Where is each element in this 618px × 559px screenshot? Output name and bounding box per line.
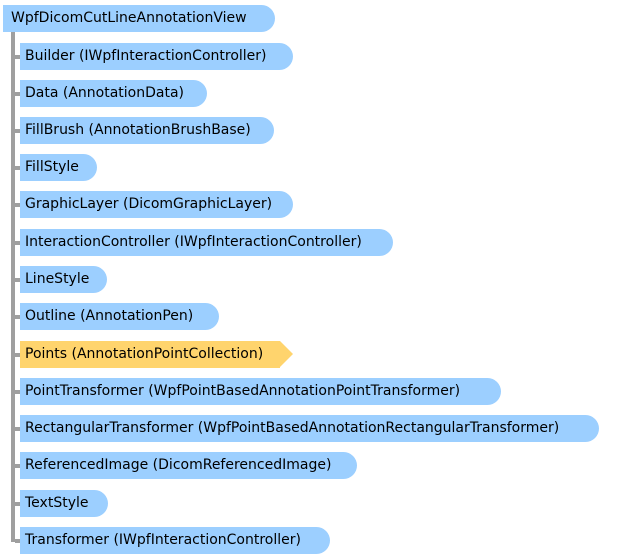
member-node[interactable]: Transformer (IWpfInteractionController) [20,527,330,554]
tree-connector-tick [15,464,20,468]
member-node[interactable]: ReferencedImage (DicomReferencedImage) [20,452,357,479]
member-node[interactable]: RectangularTransformer (WpfPointBasedAnn… [20,415,599,442]
member-node[interactable]: GraphicLayer (DicomGraphicLayer) [20,191,293,218]
member-node[interactable]: PointTransformer (WpfPointBasedAnnotatio… [20,378,501,405]
member-node[interactable]: Data (AnnotationData) [20,80,207,107]
member-node[interactable]: LineStyle [20,266,107,293]
tree-connector-tick [15,241,20,245]
tree-connector-tick [15,55,20,59]
tree-connector-tick [15,129,20,133]
member-node[interactable]: FillBrush (AnnotationBrushBase) [20,117,274,144]
tree-connector-tick [15,92,20,96]
tree-connector-tick [15,203,20,207]
root-class-node[interactable]: WpfDicomCutLineAnnotationView [3,5,275,32]
tree-connector-line [11,30,15,542]
tree-connector-tick [15,166,20,170]
member-node-selected[interactable]: Points (AnnotationPointCollection) [20,341,293,368]
tree-connector-tick [15,278,20,282]
tree-connector-tick [15,315,20,319]
tree-connector-tick [15,427,20,431]
tree-connector-tick [15,539,20,543]
tree-connector-tick [15,502,20,506]
member-node[interactable]: Builder (IWpfInteractionController) [20,43,293,70]
tree-connector-tick [15,353,20,357]
member-node[interactable]: Outline (AnnotationPen) [20,303,219,330]
member-node[interactable]: InteractionController (IWpfInteractionCo… [20,229,393,256]
member-node[interactable]: TextStyle [20,490,108,517]
member-node[interactable]: FillStyle [20,154,97,181]
tree-connector-tick [15,390,20,394]
